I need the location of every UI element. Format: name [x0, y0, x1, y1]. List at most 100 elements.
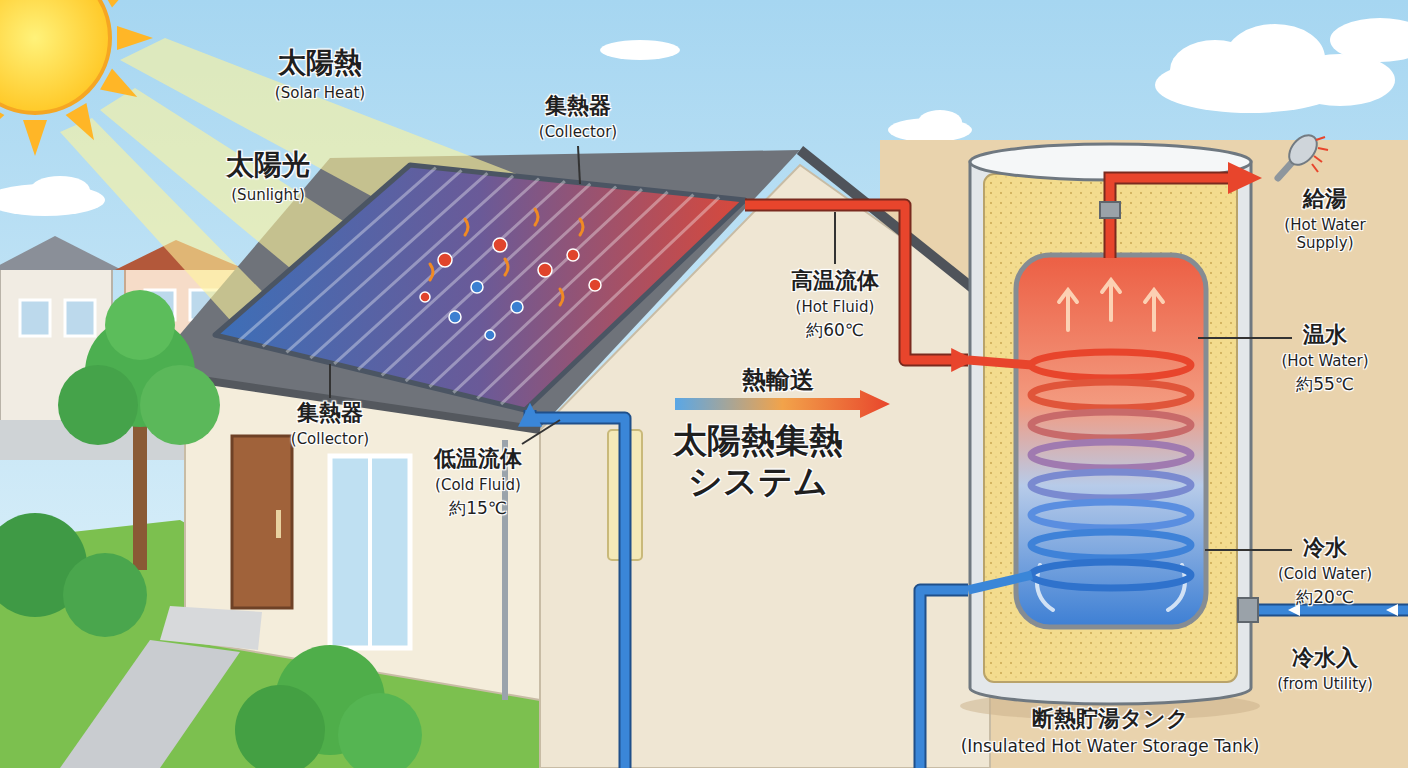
part-label: (Hot Fluid)	[796, 298, 875, 316]
part-label: 約20℃	[1296, 587, 1354, 607]
solar-collector-shape-part-part	[382, 184, 591, 376]
solar-collector-shape-part-part	[310, 176, 513, 358]
node-heading: 集熱器	[545, 93, 611, 119]
node-subheading: (Collector)	[539, 123, 617, 141]
cold-fluid-pipe-part	[530, 410, 968, 768]
leader-lines-part	[1198, 337, 1292, 339]
storage-tank-shape-part-part	[1059, 290, 1077, 330]
hot-fluid-pipe-part	[745, 205, 968, 360]
tree-part	[140, 365, 220, 445]
storage-tank-shape-part-part	[1031, 562, 1191, 588]
house-part	[276, 510, 281, 538]
sun-part-part	[23, 120, 47, 156]
sun-part-part	[0, 103, 4, 146]
solar-collector-shape-part-part	[535, 209, 538, 225]
storage-tank-shape-part	[970, 162, 1251, 704]
shower-head-part	[1278, 158, 1296, 178]
shower-head-part-part	[1316, 137, 1325, 140]
sun-part-part	[100, 69, 143, 108]
storage-tank-shape-part	[968, 360, 1032, 365]
solar-collector-shape-part-part	[511, 301, 523, 313]
part-label: 温水	[1303, 322, 1347, 348]
hot-fluid-pipe	[745, 205, 968, 360]
bushes-part	[338, 693, 422, 768]
heat-transport-arrow	[675, 390, 890, 418]
hot-water-outlet	[1100, 162, 1262, 258]
solar-collector-shape-part	[239, 168, 719, 405]
solar-collector-shape-part-part	[567, 249, 579, 261]
part-label: 太陽熱	[278, 46, 362, 80]
house-part	[185, 378, 540, 700]
storage-tank-shape-part-part	[1031, 352, 1191, 378]
solar-collector-shape-part-part	[449, 311, 461, 323]
hot-water-outlet-part	[1228, 162, 1262, 194]
hot-fluid-pipe-part	[745, 205, 968, 360]
solar-collector-shape-part-part	[471, 281, 483, 293]
storage-tank-shape-part-part	[1031, 532, 1191, 558]
sun	[0, 0, 153, 156]
part-label: (Cold Fluid)	[435, 476, 521, 494]
part-label: (Collector)	[291, 430, 369, 448]
bushes-part	[60, 640, 240, 768]
house-part	[330, 456, 410, 648]
part-label: 約15℃	[449, 498, 507, 518]
storage-tank-shape-part	[968, 575, 1032, 590]
cold-fluid-pipe-part	[530, 410, 968, 768]
solar-collector-shape-part-part	[420, 292, 430, 302]
cold-water-inlet-part	[1386, 604, 1398, 616]
part-label: 約55℃	[1296, 374, 1354, 394]
shower-head-part-part	[1318, 148, 1328, 150]
leader-lines-part	[329, 364, 331, 398]
storage-tank-shape-part-part	[1145, 290, 1163, 330]
leader-lines-part	[578, 146, 580, 184]
storage-tank-shape-part-part	[1031, 412, 1191, 438]
storage-tank-shape-part-part	[1102, 280, 1120, 320]
tree-part	[133, 420, 147, 570]
solar-collector-shape-part-part	[501, 197, 719, 404]
solar-collector-shape-part-part	[580, 219, 583, 235]
solar-collector-shape-part	[420, 238, 601, 340]
part-label: (from Utility)	[1277, 675, 1373, 693]
solar-collector-shape-part-part	[453, 192, 667, 393]
shower-head-part	[1312, 137, 1328, 172]
shower-head	[1278, 130, 1328, 178]
bushes-part	[235, 685, 325, 768]
solar-collector-shape-part-part	[430, 189, 642, 387]
node-heading: 断熱貯湯タンク	[1032, 706, 1189, 732]
storage-tank-shape-part-part	[1031, 442, 1191, 468]
diagram-title: 太陽熱集熱 システム	[653, 420, 863, 502]
clouds-part	[1330, 18, 1408, 62]
sun-part-part	[117, 26, 153, 50]
solar-collector-shape-part-part	[589, 279, 601, 291]
neighbour-houses-part	[65, 300, 95, 336]
hot-water-outlet-part	[1110, 178, 1232, 258]
storage-tank-shape-part-part	[1031, 382, 1191, 408]
tree-part	[58, 365, 138, 445]
solar-collector-shape-part-part	[538, 263, 552, 277]
part-label: 給湯	[1303, 186, 1347, 212]
part-label: (Solar Heat)	[275, 84, 365, 102]
solar-collector-shape-part-part	[477, 195, 693, 399]
solar-collector-shape-part-part	[406, 187, 616, 382]
tree-part	[105, 290, 175, 360]
part-label: (Hot Water)	[1281, 352, 1368, 370]
shower-head-part	[1284, 130, 1323, 170]
storage-tank: 断熱貯湯タンク(Insulated Hot Water Storage Tank…	[968, 140, 1258, 765]
part-label: 約60℃	[806, 320, 864, 340]
clouds-part	[600, 40, 680, 60]
sun-part-part	[66, 103, 105, 146]
neighbour-houses-part	[0, 236, 122, 270]
sun-part-part	[100, 0, 143, 7]
solar-collector-shape-part-part	[430, 264, 433, 280]
hot-water-outlet-part	[1100, 202, 1120, 218]
part-label: (Sunlight)	[231, 186, 304, 204]
storage-tank-shape-part	[984, 174, 1237, 682]
neighbour-houses-part	[20, 300, 50, 336]
clouds-part	[918, 110, 962, 134]
bushes	[0, 513, 422, 768]
solar-collector-shape-part-part	[485, 330, 495, 340]
